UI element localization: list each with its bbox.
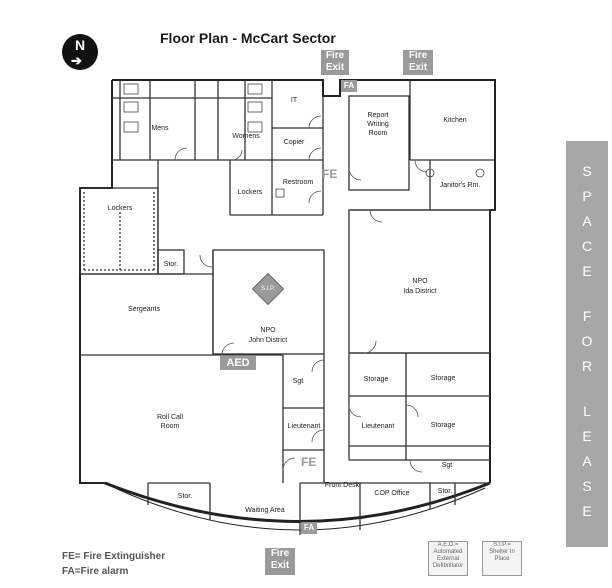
room-label-sgt: Sgt: [441, 462, 453, 469]
legend-sip-box: S.I.P.= Shelter In Place: [482, 541, 522, 576]
room-label-sergeants: Sergeants: [128, 306, 160, 313]
room-label-lockers-left: Lockers: [107, 205, 133, 212]
room-label-storage: Storage: [430, 375, 456, 382]
fire-alarm-sign: FA: [341, 80, 357, 92]
room-label-report-writing: Report Writing Room: [367, 112, 389, 137]
banner-letter: A: [582, 213, 592, 229]
legend-aed-box: A.E.D.= Automated External Defibrillator: [428, 541, 468, 576]
fire-exit-sign: Fire Exit: [403, 50, 433, 75]
banner-letter: O: [581, 333, 593, 349]
banner-letter: P: [582, 188, 592, 204]
room-label-roll-call: Roll Call Room: [156, 414, 184, 430]
banner-letter: A: [582, 453, 592, 469]
page-title: Floor Plan - McCart Sector: [160, 30, 336, 46]
room-label-lockers: Lockers: [237, 189, 263, 196]
banner-letter: S: [582, 163, 592, 179]
npo-john-title: NPO: [260, 327, 276, 334]
banner-letter: L: [583, 403, 591, 419]
room-label-it: IT: [290, 97, 298, 104]
legend-fire-extinguisher: FE= Fire Extinguisher: [62, 551, 166, 562]
banner-letter: E: [582, 263, 592, 279]
room-label-storage: Storage: [430, 422, 456, 429]
banner-letter: C: [581, 238, 593, 254]
sip-label: S.I.P.: [261, 286, 275, 292]
room-label-sgt: Sgt: [292, 378, 304, 385]
room-label-storage-small: Stor.: [177, 493, 193, 500]
npo-ida-title: NPO: [412, 278, 428, 285]
north-letter: N: [74, 37, 86, 53]
room-label-janitors: Janitor's Rm.: [439, 182, 481, 189]
room-label-cop-office: COP Office: [374, 490, 410, 497]
npo-ida-subtitle: Ida District: [403, 288, 437, 295]
room-label-storage-small: Stor.: [437, 488, 453, 495]
room-label-front-desk: Front Desk: [324, 482, 360, 489]
npo-john-subtitle: John District: [248, 337, 288, 344]
room-label-mens: Mens: [151, 125, 169, 132]
fire-exit-sign: Fire Exit: [265, 548, 295, 575]
room-label-restroom: Restroom: [282, 179, 314, 186]
fire-exit-sign: Fire Exit: [321, 50, 349, 75]
banner-letter: F: [582, 308, 592, 324]
arrow-right-icon: ➔: [71, 53, 82, 68]
sip-diamond: [251, 272, 285, 306]
banner-letter: E: [582, 428, 592, 444]
room-label-storage-small: Stor.: [163, 261, 179, 268]
aed-sign: AED: [220, 356, 256, 370]
banner-letter: R: [581, 358, 593, 374]
room-label-womens: Womens: [232, 133, 260, 140]
space-for-lease-banner: S P A C E F O R L E A S E: [566, 141, 608, 547]
banner-letter: E: [582, 503, 592, 519]
room-label-waiting-area: Waiting Area: [245, 507, 285, 514]
north-compass-icon: N ➔: [62, 34, 98, 70]
fire-extinguisher-mark: FE: [301, 455, 317, 469]
room-label-lieutenant: Lieutenant: [361, 423, 395, 430]
fire-alarm-sign: FA: [301, 522, 317, 534]
room-label-copier: Copier: [283, 139, 305, 146]
banner-letter: S: [582, 478, 592, 494]
room-label-storage: Storage: [363, 376, 389, 383]
legend-fire-alarm: FA=Fire alarm: [62, 566, 129, 577]
room-label-lieutenant: Lieutenant: [287, 423, 321, 430]
fire-extinguisher-mark: FE: [322, 167, 338, 181]
room-label-kitchen: Kitchen: [443, 117, 467, 124]
